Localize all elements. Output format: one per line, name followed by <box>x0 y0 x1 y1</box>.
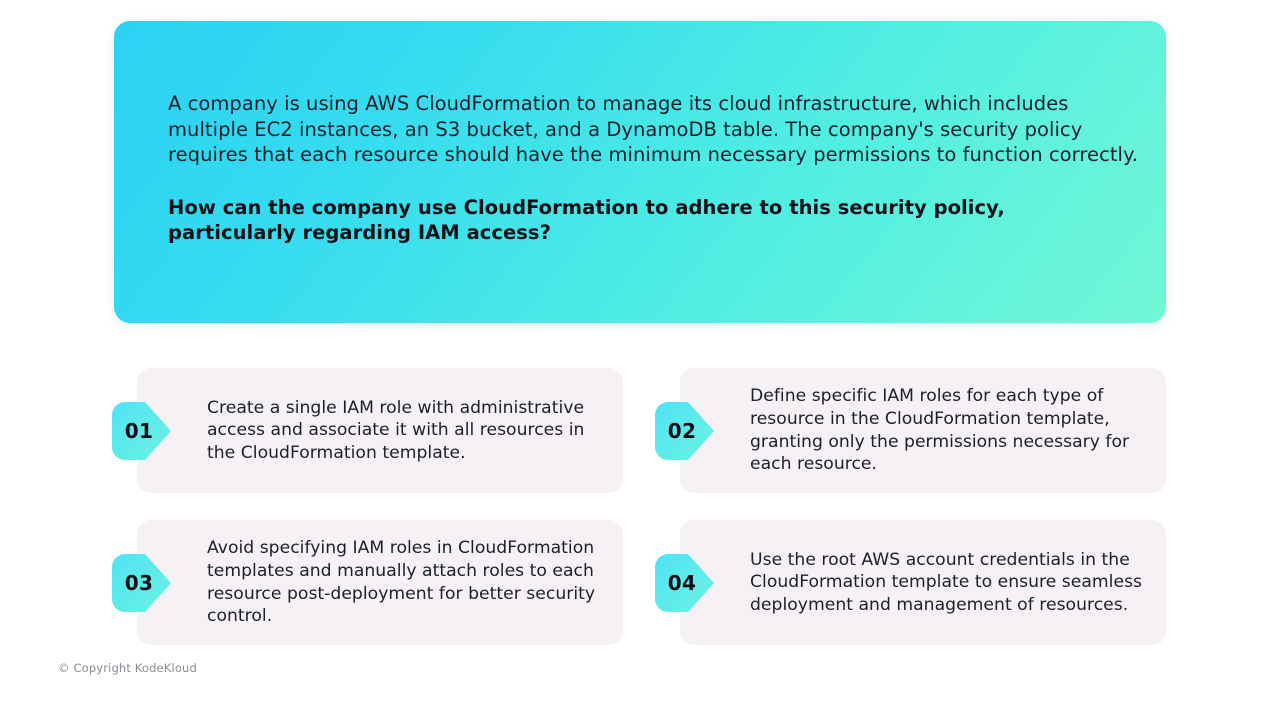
question-prompt-text: How can the company use CloudFormation t… <box>168 195 1005 245</box>
answer-option-text: Use the root AWS account credentials in … <box>750 549 1143 615</box>
answer-option-number: 03 <box>124 570 154 595</box>
question-banner: A company is using AWS CloudFormation to… <box>114 21 1166 323</box>
copyright-footer: © Copyright KodeKloud <box>58 661 197 675</box>
answer-option-number: 01 <box>124 418 154 443</box>
arrow-badge-icon: 01 <box>111 397 173 465</box>
answer-option-01[interactable]: 01 Create a single IAM role with adminis… <box>112 368 623 493</box>
question-banner-content: A company is using AWS CloudFormation to… <box>168 91 1153 246</box>
answer-option-03[interactable]: 03 Avoid specifying IAM roles in CloudFo… <box>112 520 623 645</box>
arrow-badge-icon: 03 <box>111 549 173 617</box>
answer-option-text: Define specific IAM roles for each type … <box>750 386 1130 475</box>
answer-option-number: 02 <box>667 418 697 443</box>
answer-option-number: 04 <box>667 570 697 595</box>
arrow-badge-icon: 04 <box>654 549 716 617</box>
answer-option-text: Avoid specifying IAM roles in CloudForma… <box>207 538 596 627</box>
answer-options-grid: 01 Create a single IAM role with adminis… <box>112 368 1166 645</box>
answer-option-text: Create a single IAM role with administra… <box>207 397 585 463</box>
question-scenario-text: A company is using AWS CloudFormation to… <box>168 92 1139 167</box>
arrow-badge-icon: 02 <box>654 397 716 465</box>
answer-option-04[interactable]: 04 Use the root AWS account credentials … <box>655 520 1166 645</box>
answer-option-02[interactable]: 02 Define specific IAM roles for each ty… <box>655 368 1166 493</box>
